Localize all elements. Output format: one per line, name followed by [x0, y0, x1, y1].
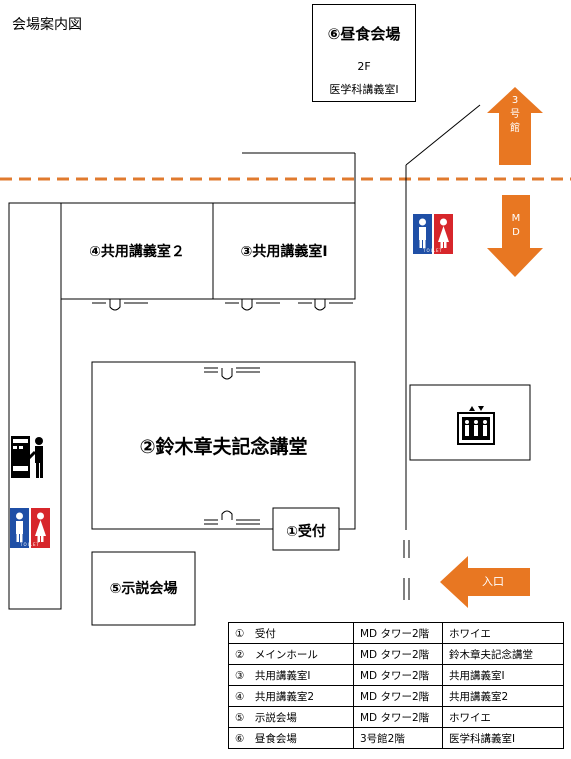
lunch-hall-box: ⑥昼食会場 2F 医学科講義室Ⅰ	[312, 4, 416, 102]
vending-machine-icon	[11, 436, 43, 478]
left-corridor	[8, 202, 62, 610]
room-main-hall	[91, 361, 356, 530]
page-title: 会場案内図	[12, 17, 82, 33]
table-cell-room: ホワイエ	[442, 622, 564, 644]
elevator-icon	[457, 406, 495, 445]
building3-arrow	[487, 87, 543, 165]
table-cell-room: 共用講義室2	[442, 685, 564, 707]
lunch-hall-label: ⑥昼食会場	[327, 25, 401, 43]
table-cell-building: 3号館2階	[353, 727, 443, 749]
table-cell-location: ① 受付	[228, 622, 354, 644]
table-cell-location: ⑤ 示説会場	[228, 706, 354, 728]
md-arrow	[487, 195, 543, 277]
toilet-label: TOILET	[20, 542, 40, 547]
table-cell-building: MD タワー2階	[353, 643, 443, 665]
poster-label: ⑤示説会場	[109, 581, 178, 597]
lunch-hall-room: 医学科講義室Ⅰ	[329, 83, 399, 96]
table-cell-building: MD タワー2階	[353, 706, 443, 728]
table-cell-room: 医学科講義室Ⅰ	[442, 727, 564, 749]
room-poster	[91, 551, 196, 626]
door-symbols	[92, 298, 410, 600]
building3-arrow-label: 3 号 館	[510, 95, 520, 134]
main-hall-label: ②鈴木章夫記念講堂	[139, 436, 308, 458]
table-cell-room: ホワイエ	[442, 706, 564, 728]
lunch-hall-floor: 2F	[357, 60, 371, 73]
table-cell-room: 共用講義室Ⅰ	[442, 664, 564, 686]
toilet-icon: TOILET	[413, 214, 453, 254]
reception-label: ①受付	[286, 524, 326, 540]
toilet-label: TOILET	[423, 248, 443, 253]
table-cell-building: MD タワー2階	[353, 622, 443, 644]
room-shared1	[212, 202, 356, 300]
toilet-icon: TOILET	[10, 508, 50, 548]
elevator-box	[409, 384, 531, 461]
table-cell-building: MD タワー2階	[353, 664, 443, 686]
entrance-arrow	[440, 556, 530, 608]
reception-box	[272, 507, 340, 551]
table-cell-location: ⑥ 昼食会場	[228, 727, 354, 749]
md-arrow-label: M D	[511, 213, 521, 238]
table-cell-room: 鈴木章夫記念講堂	[442, 643, 564, 665]
table-cell-location: ② メインホール	[228, 643, 354, 665]
shared2-label: ④共用講義室２	[89, 244, 185, 260]
corridor-line	[405, 104, 481, 166]
entrance-arrow-label: 入口	[482, 575, 504, 588]
table-cell-location: ④ 共用講義室2	[228, 685, 354, 707]
shared1-label: ③共用講義室Ⅰ	[240, 244, 328, 260]
table-cell-location: ③ 共用講義室Ⅰ	[228, 664, 354, 686]
table-cell-building: MD タワー2階	[353, 685, 443, 707]
